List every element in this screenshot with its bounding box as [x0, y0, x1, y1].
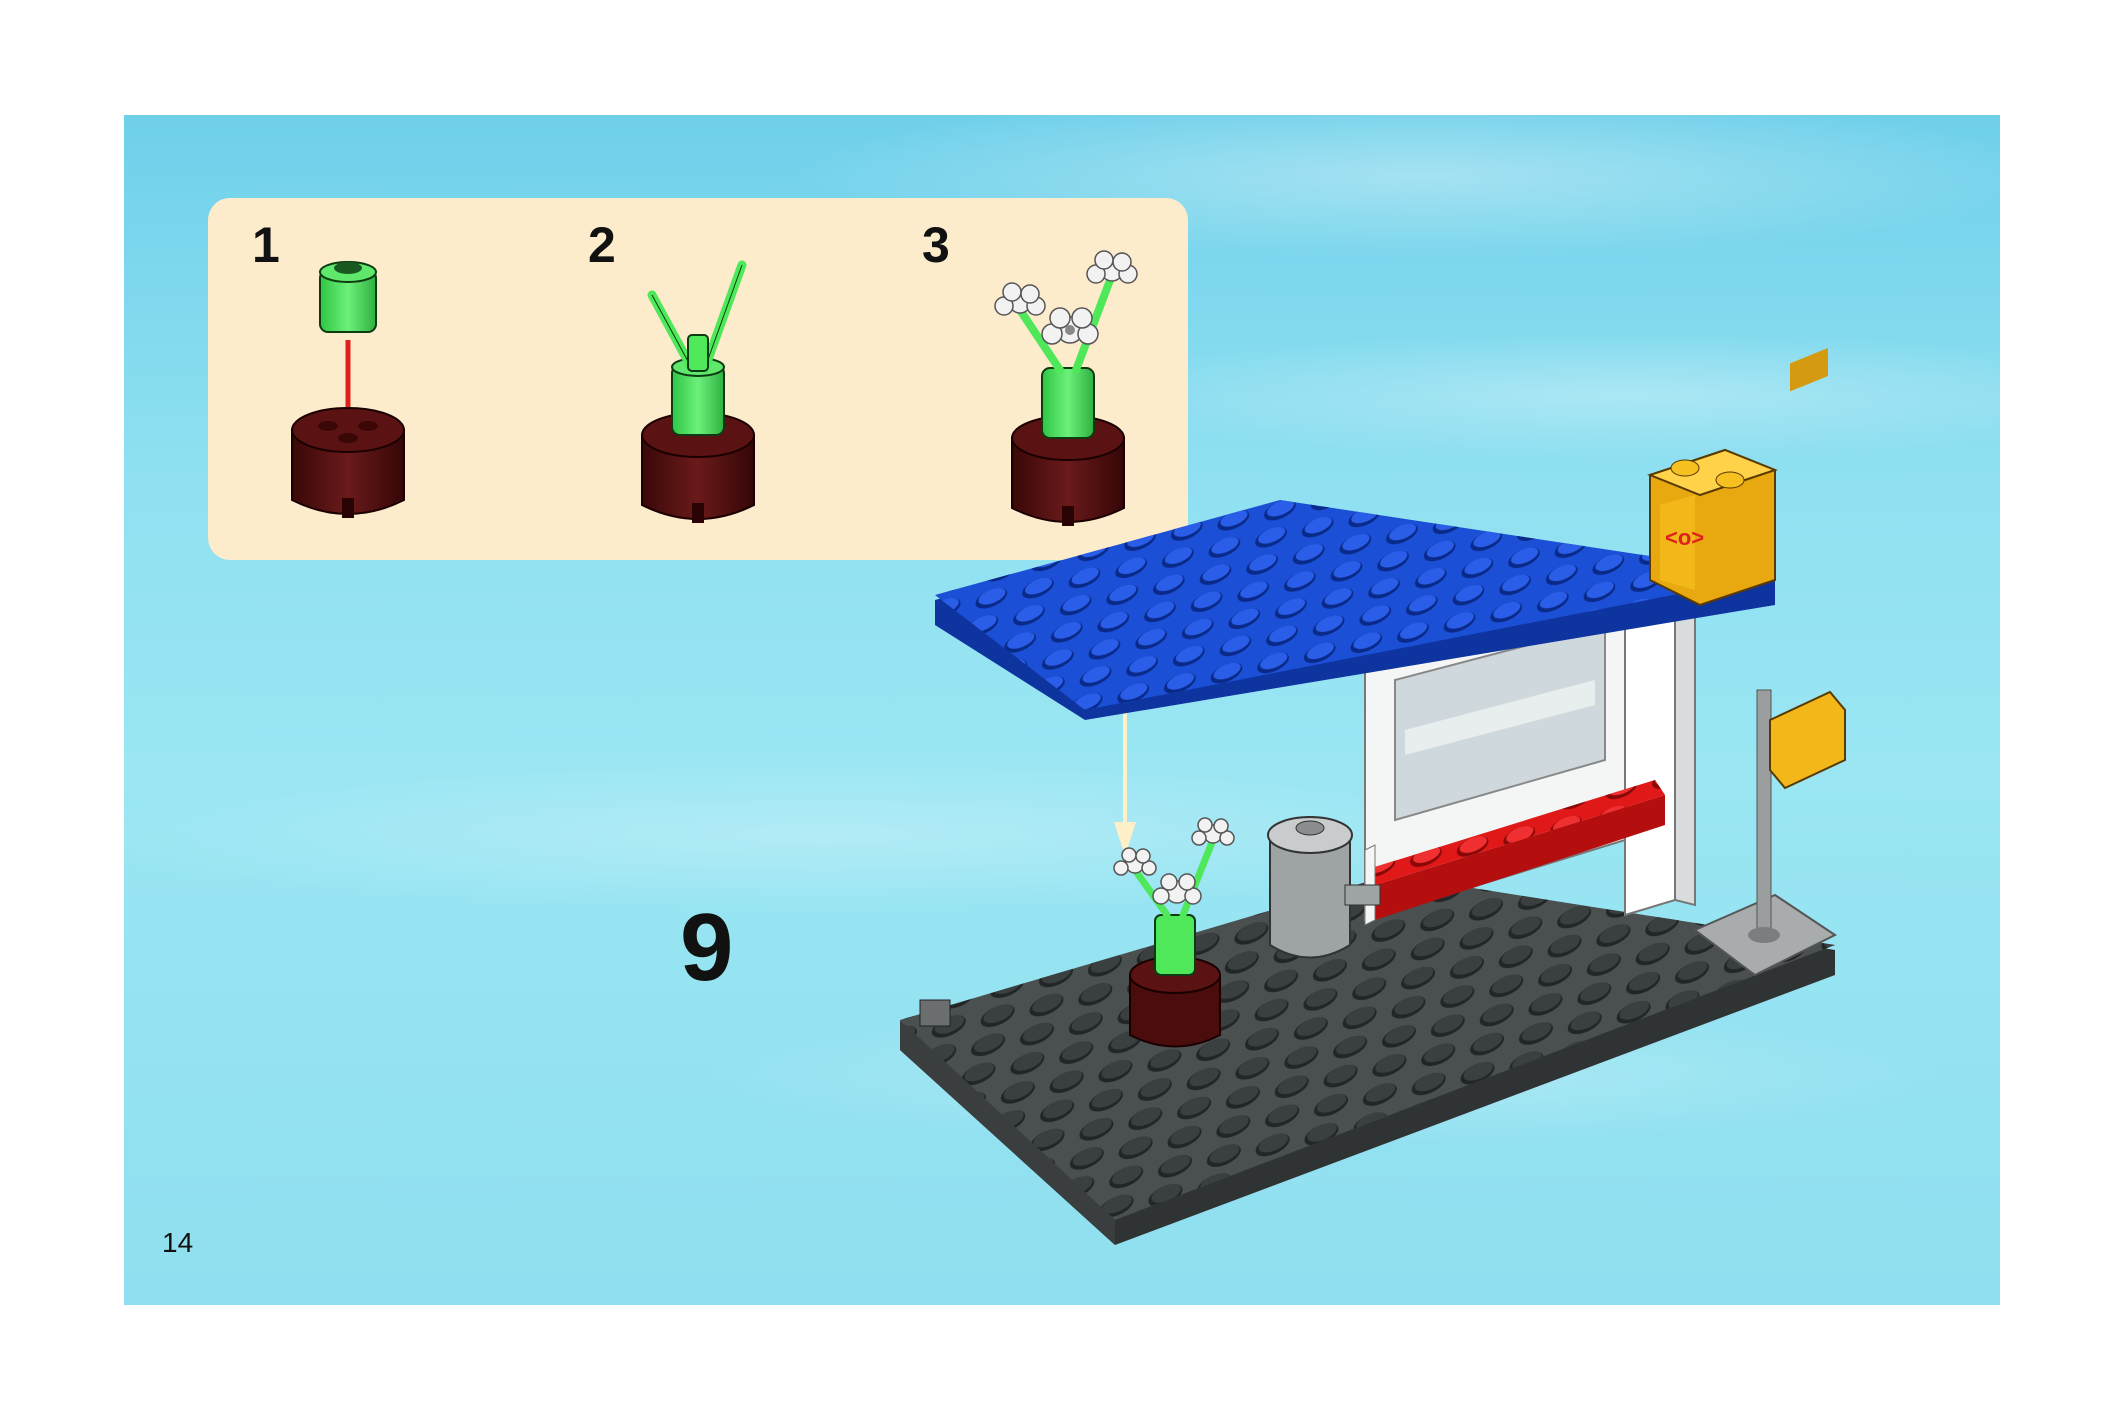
page-number: 14: [162, 1227, 194, 1258]
step-number: 9: [680, 894, 734, 1001]
green-round-brick-icon: [291, 261, 405, 518]
flower-pot-icon: [994, 250, 1138, 526]
substep-number-1: 1: [252, 217, 280, 273]
bus-stop-model-icon: <o>: [900, 348, 1846, 1245]
svg-text:<o>: <o>: [1665, 525, 1704, 550]
substep-number-3: 3: [922, 217, 950, 273]
plant-stem-icon: [641, 260, 755, 523]
substep-number-2: 2: [588, 217, 616, 273]
